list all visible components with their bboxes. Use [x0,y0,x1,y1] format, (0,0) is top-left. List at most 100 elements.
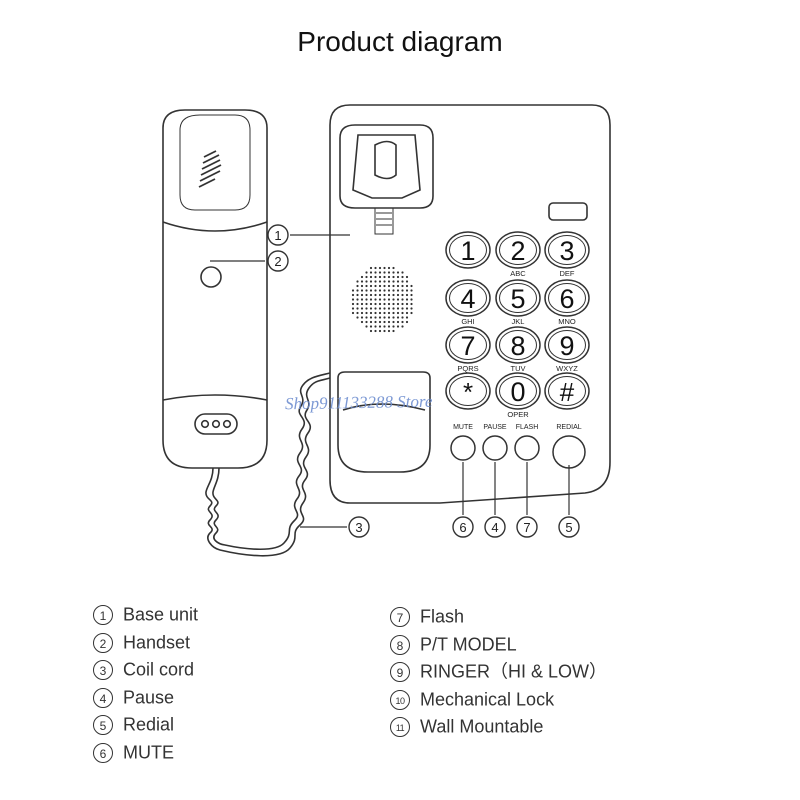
callout-1: 1 [267,224,289,246]
flash-key[interactable]: FLASH [514,424,540,461]
callout-3-num: 3 [355,520,362,535]
callout-2: 2 [267,250,289,272]
function-keys: MUTE PAUSE FLASH REDIAL [450,424,586,469]
key-inner-outline [548,330,586,360]
key-letters: TUV [511,364,526,373]
key-letters: DEF [560,269,575,278]
legend-label: Flash [420,606,465,627]
redial-key-label: REDIAL [556,424,581,431]
mute-key-label: MUTE [453,424,473,431]
callout-6: 6 [452,516,474,538]
key-outline [544,372,590,410]
flash-key-label: FLASH [516,424,539,431]
callouts: 1 2 3 6 4 7 5 [267,224,580,538]
legend-number: 5 [93,715,113,736]
key-1[interactable]: 1 [445,231,491,269]
key-outline [445,279,491,317]
legend-item: 7 Flash [390,603,607,631]
key-letters: OPER [507,410,529,419]
key-digit: 9 [559,331,574,361]
mute-key[interactable]: MUTE [450,424,476,461]
key-outline [544,231,590,269]
key-hash[interactable]: # [544,372,590,410]
callout-5-num: 5 [565,520,572,535]
legend-label: Handset [123,632,191,652]
legend-item: 6 MUTE [93,739,198,767]
key-digit: 8 [510,331,525,361]
key-outline [495,231,541,269]
callout-leaders [210,234,570,528]
key-letters: GHI [461,317,474,326]
key-outline [544,326,590,364]
legend-number: 6 [93,742,113,763]
legend-number: 7 [390,607,410,628]
key-inner-outline [449,283,487,313]
legend-number: 9 [390,662,410,683]
callout-3: 3 [348,516,370,538]
key-inner-outline [449,235,487,265]
key-outline [495,326,541,364]
legend-label: MUTE [123,742,174,762]
callout-7-num: 7 [523,520,530,535]
store-watermark: Shop911133288 Store [284,391,433,414]
key-inner-outline [499,283,537,313]
page-title: Product diagram [297,26,503,57]
key-outline [445,326,491,364]
callout-1-num: 1 [274,228,281,243]
key-letters: JKL [512,317,525,326]
key-inner-outline [449,376,487,406]
key-digit: 6 [559,284,574,314]
callout-4-num: 4 [491,520,498,535]
key-inner-outline [499,330,537,360]
key-inner-outline [499,376,537,406]
legend-number: 11 [390,717,410,738]
key-inner-outline [499,235,537,265]
legend-number: 4 [93,687,113,708]
legend-label: Coil cord [123,659,195,680]
key-star[interactable]: * [445,372,491,410]
pause-key[interactable]: PAUSE [482,424,508,461]
legend-item: 9 RINGER（HI & LOW） [390,658,607,686]
key-digit: * [463,377,473,407]
coil-cord [205,372,331,557]
key-inner-outline [548,283,586,313]
legend-label: Redial [123,714,175,735]
key-inner-outline [548,235,586,265]
speaker-grille [351,266,413,333]
callout-6-num: 6 [459,520,466,535]
key-digit: 4 [460,284,475,314]
callout-2-num: 2 [274,254,281,269]
key-digit: 5 [510,284,525,314]
key-inner-outline [449,330,487,360]
key-digit: 1 [460,236,475,266]
key-letters: MNO [558,317,576,326]
legend-label: Pause [123,687,175,707]
legend-label: Wall Mountable [420,716,544,737]
legend-item: 11 Wall Mountable [390,713,607,741]
legend-item: 5 Redial [93,711,198,739]
key-outline [445,372,491,410]
key-digit: # [560,377,575,407]
key-letters: ABC [510,269,526,278]
redial-key[interactable]: REDIAL [552,424,586,469]
legend-label: RINGER（HI & LOW） [420,661,608,682]
legend-number: 8 [390,634,410,655]
key-digit: 3 [559,236,574,266]
key-digit: 7 [460,331,475,361]
